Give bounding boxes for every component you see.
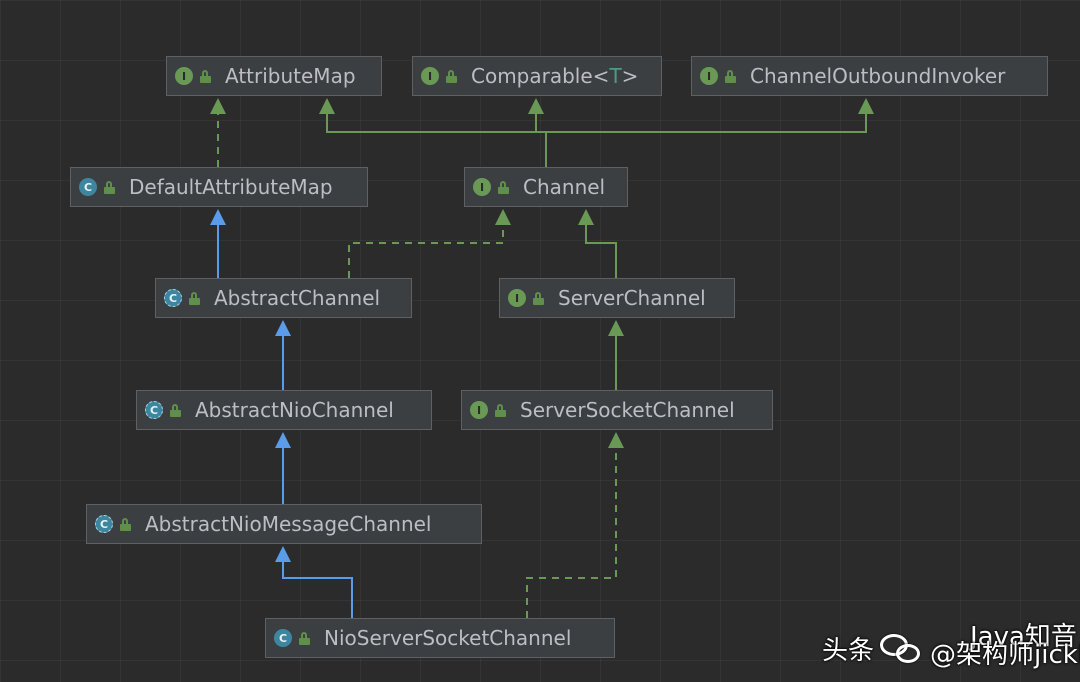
arrowhead-abstractniomessagechannel bbox=[275, 546, 291, 562]
watermark-author: @架构师jickly bbox=[930, 640, 1080, 670]
type-parameter: T bbox=[609, 64, 622, 88]
watermark: 头条 Java知音 @架构师jickly bbox=[822, 620, 1080, 676]
arrowhead-abstractchannel bbox=[275, 320, 291, 336]
arrowhead-defaultattributemap bbox=[210, 209, 226, 225]
arrowhead-channeloutboundinvoker bbox=[858, 98, 874, 114]
abstract-class-icon: C bbox=[145, 401, 163, 419]
arrowhead-abstractniochannel bbox=[275, 432, 291, 448]
node-label: ServerSocketChannel bbox=[520, 398, 735, 422]
node-label: AbstractNioChannel bbox=[195, 398, 394, 422]
node-label: Channel bbox=[523, 175, 606, 199]
arrowhead-serversocketchannel bbox=[608, 432, 624, 448]
node-channeloutboundinvoker[interactable]: I ChannelOutboundInvoker bbox=[691, 56, 1048, 96]
public-lock-icon bbox=[725, 69, 737, 83]
class-icon: C bbox=[274, 629, 292, 647]
edge-nioserversocketchannel-to-abstractniomessagechannel bbox=[282, 560, 353, 618]
node-label: AbstractNioMessageChannel bbox=[145, 512, 432, 536]
node-abstractchannel[interactable]: C AbstractChannel bbox=[155, 278, 412, 318]
abstract-class-icon: C bbox=[164, 289, 182, 307]
node-abstractniochannel[interactable]: C AbstractNioChannel bbox=[136, 390, 432, 430]
node-abstractniomessagechannel[interactable]: C AbstractNioMessageChannel bbox=[86, 504, 482, 544]
edge-abstractchannel-to-channel bbox=[348, 223, 504, 278]
node-serversocketchannel[interactable]: I ServerSocketChannel bbox=[461, 390, 773, 430]
node-label: AttributeMap bbox=[225, 64, 356, 88]
public-lock-icon bbox=[104, 180, 116, 194]
arrowhead-comparable bbox=[528, 98, 544, 114]
node-defaultattributemap[interactable]: C DefaultAttributeMap bbox=[70, 167, 368, 207]
arrowhead-attributemap bbox=[319, 98, 335, 114]
public-lock-icon bbox=[189, 291, 201, 305]
interface-icon: I bbox=[175, 67, 193, 85]
wechat-icon bbox=[880, 628, 924, 668]
public-lock-icon bbox=[299, 631, 311, 645]
node-label: DefaultAttributeMap bbox=[129, 175, 333, 199]
arrowhead-attributemap bbox=[210, 98, 226, 114]
arrowhead-serverchannel bbox=[608, 320, 624, 336]
public-lock-icon bbox=[495, 403, 507, 417]
interface-icon: I bbox=[700, 67, 718, 85]
interface-icon: I bbox=[473, 178, 491, 196]
node-label: NioServerSocketChannel bbox=[324, 626, 572, 650]
arrowhead-channel bbox=[495, 209, 511, 225]
interface-icon: I bbox=[421, 67, 439, 85]
public-lock-icon bbox=[170, 403, 182, 417]
watermark-platform: 头条 bbox=[822, 635, 875, 666]
public-lock-icon bbox=[446, 69, 458, 83]
node-label: Comparable<T> bbox=[471, 64, 639, 88]
public-lock-icon bbox=[533, 291, 545, 305]
interface-icon: I bbox=[470, 401, 488, 419]
public-lock-icon bbox=[120, 517, 132, 531]
edge-serverchannel-to-channel bbox=[585, 223, 617, 278]
node-label: ServerChannel bbox=[558, 286, 706, 310]
node-label: AbstractChannel bbox=[214, 286, 381, 310]
watermark-channel-name: Java知音 bbox=[970, 622, 1077, 652]
node-attributemap[interactable]: I AttributeMap bbox=[166, 56, 382, 96]
arrowhead-channel bbox=[578, 209, 594, 225]
node-channel[interactable]: I Channel bbox=[464, 167, 628, 207]
class-icon: C bbox=[79, 178, 97, 196]
node-nioserversocketchannel[interactable]: C NioServerSocketChannel bbox=[265, 618, 615, 658]
interface-icon: I bbox=[508, 289, 526, 307]
edge-channel-to-channeloutboundinvoker bbox=[545, 112, 867, 167]
abstract-class-icon: C bbox=[95, 515, 113, 533]
node-comparable[interactable]: I Comparable<T> bbox=[412, 56, 662, 96]
node-serverchannel[interactable]: I ServerChannel bbox=[499, 278, 735, 318]
public-lock-icon bbox=[200, 69, 212, 83]
edge-nioserversocketchannel-to-serversocketchannel bbox=[526, 446, 617, 618]
edge-channel-to-comparable bbox=[535, 112, 547, 167]
public-lock-icon bbox=[498, 180, 510, 194]
edge-channel-to-attributemap bbox=[326, 112, 547, 167]
node-label: ChannelOutboundInvoker bbox=[750, 64, 1006, 88]
